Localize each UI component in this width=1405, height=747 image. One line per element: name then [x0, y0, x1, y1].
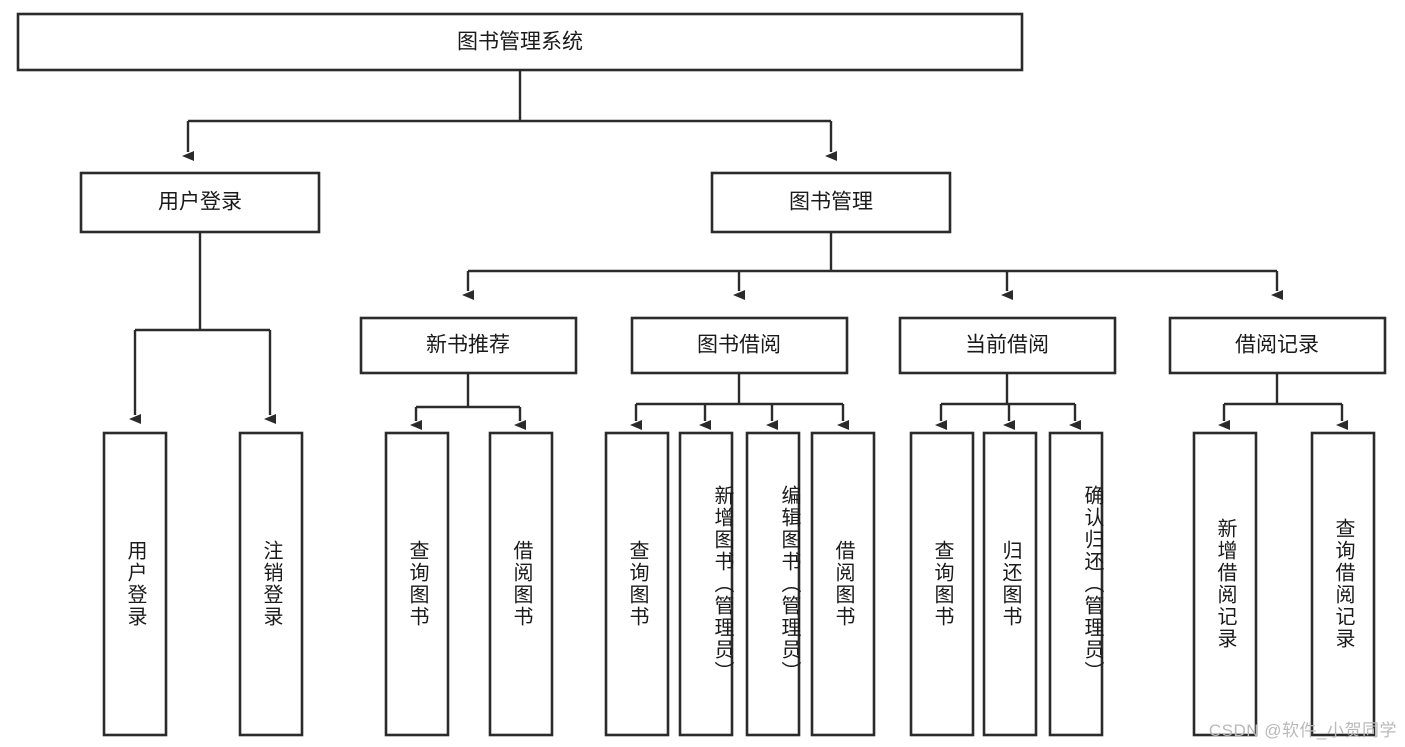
leaf-box-borrow-book-2[interactable] [810, 431, 876, 737]
connector-group-root [182, 70, 837, 161]
node-root-label: 图书管理系统 [457, 31, 583, 54]
node-book-mgmt-label: 图书管理 [789, 191, 873, 214]
leaf-box-add-record[interactable] [1192, 431, 1258, 737]
node-current-borrow-label: 当前借阅 [965, 334, 1049, 357]
node-book-borrow-label: 图书借阅 [697, 334, 781, 357]
node-new-book-rec[interactable]: 新书推荐 [359, 316, 578, 375]
leaf-box-query-book-1[interactable] [384, 431, 450, 737]
connector-group-new-book-rec [410, 373, 526, 430]
connector-group-user-login [129, 232, 276, 424]
connector-group-book-mgmt [462, 232, 1283, 300]
leaf-box-logout[interactable] [238, 431, 304, 737]
leaf-box-query-record[interactable] [1310, 431, 1376, 737]
connector-group-current-borrow [935, 373, 1081, 430]
node-new-book-rec-label: 新书推荐 [426, 334, 510, 357]
node-current-borrow[interactable]: 当前借阅 [898, 316, 1117, 375]
connector-group-borrow-record [1218, 373, 1348, 430]
leaf-box-query-book-2[interactable] [604, 431, 670, 737]
node-root[interactable]: 图书管理系统 [16, 12, 1024, 72]
node-book-mgmt[interactable]: 图书管理 [710, 171, 952, 234]
leaf-box-query-book-3[interactable] [909, 431, 975, 737]
watermark-text: CSDN @软件_小贺同学 [1208, 721, 1397, 740]
leaf-box-borrow-book-1[interactable] [488, 431, 554, 737]
node-borrow-record[interactable]: 借阅记录 [1168, 316, 1387, 375]
leaf-box-edit-book[interactable] [745, 431, 801, 737]
leaf-box-group [102, 431, 1376, 737]
node-borrow-record-label: 借阅记录 [1235, 334, 1319, 357]
node-user-login[interactable]: 用户登录 [79, 171, 321, 234]
leaf-box-add-book[interactable] [678, 431, 734, 737]
node-book-borrow[interactable]: 图书借阅 [630, 316, 849, 375]
leaf-box-confirm-return[interactable] [1048, 431, 1104, 737]
connector-group-book-borrow [630, 373, 849, 430]
leaf-box-return-book[interactable] [982, 431, 1038, 737]
leaf-box-user-login[interactable] [102, 431, 168, 737]
node-user-login-label: 用户登录 [158, 191, 242, 214]
